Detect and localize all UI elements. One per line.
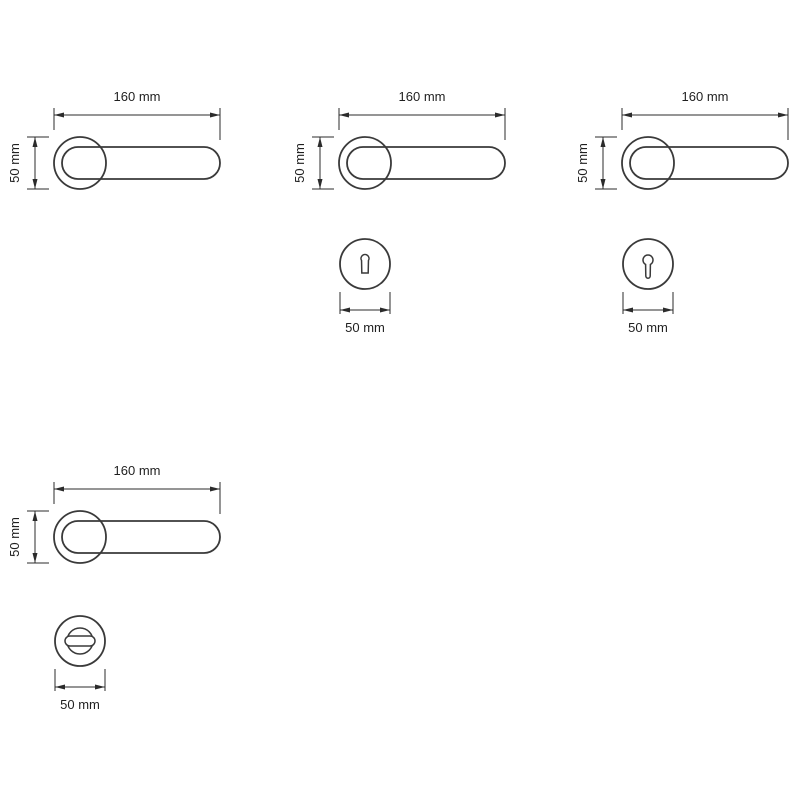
width-dimension-label: 160 mm — [114, 89, 161, 104]
euro-rosette-drawing — [622, 238, 674, 290]
rosette-diameter-label: 50 mm — [345, 320, 385, 335]
height-dimension-label: 50 mm — [7, 517, 22, 557]
width-dimension-label: 160 mm — [399, 89, 446, 104]
height-dimension-label: 50 mm — [575, 143, 590, 183]
handle-drawing — [595, 108, 788, 189]
rosette-dimension-lines — [623, 292, 673, 314]
figure-lever-handle-1: 160 mm 50 mm — [7, 89, 220, 189]
keyhole-rosette-drawing — [339, 238, 391, 290]
rosette-euro-cylinder: 50 mm — [622, 238, 674, 335]
rosette-diameter-label: 50 mm — [60, 697, 100, 712]
width-dimension-label: 160 mm — [114, 463, 161, 478]
width-dimension-label: 160 mm — [682, 89, 729, 104]
handle-drawing — [312, 108, 505, 189]
rosette-dimension-lines — [55, 669, 105, 691]
height-dimension-label: 50 mm — [7, 143, 22, 183]
figure-lever-handle-3: 160 mm 50 mm — [575, 89, 788, 189]
rosette-keyhole: 50 mm — [339, 238, 391, 335]
figure-lever-handle-2: 160 mm 50 mm — [292, 89, 505, 189]
handle-drawing — [27, 108, 220, 189]
handle-drawing — [27, 482, 220, 563]
rosette-dimension-lines — [340, 292, 390, 314]
thumb-turn-rosette-drawing — [54, 615, 106, 667]
rosette-thumb-turn: 50 mm — [54, 615, 106, 712]
figure-lever-handle-4: 160 mm 50 mm — [7, 463, 220, 563]
rosette-diameter-label: 50 mm — [628, 320, 668, 335]
height-dimension-label: 50 mm — [292, 143, 307, 183]
